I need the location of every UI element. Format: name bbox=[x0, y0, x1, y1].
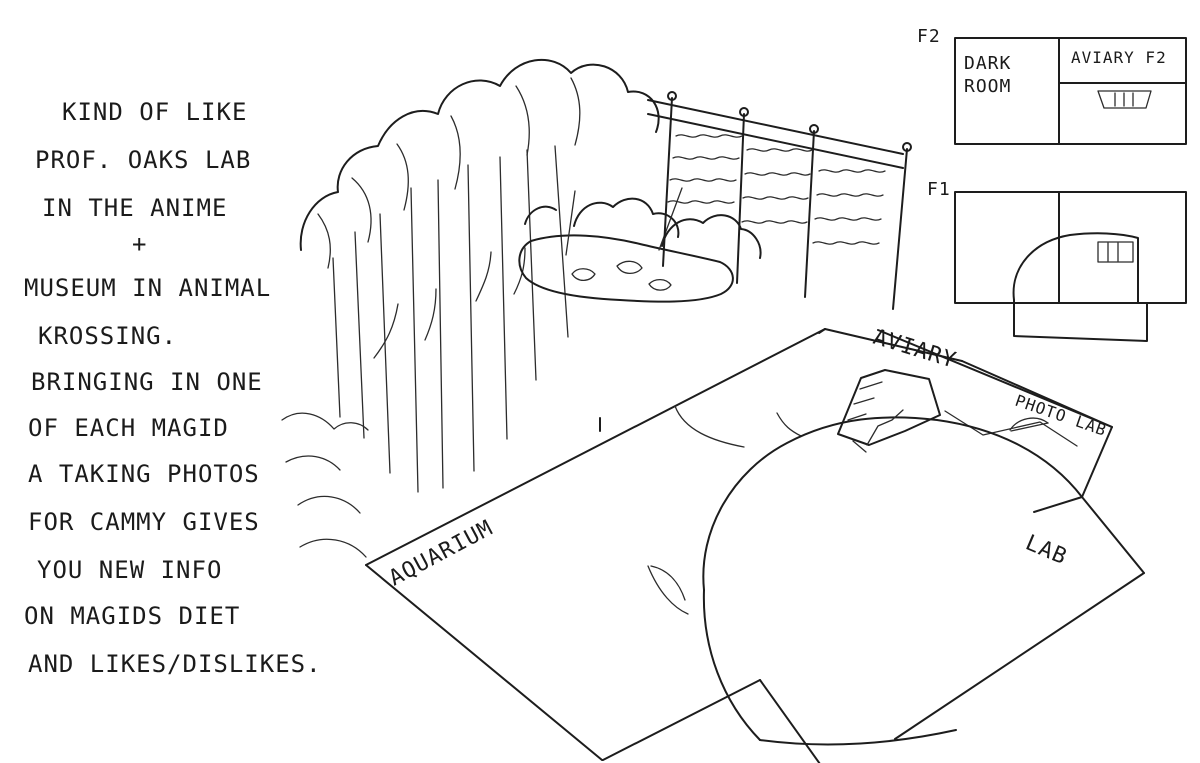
floor-1-plan bbox=[954, 191, 1187, 304]
note-line-10: FOR CAMMY GIVES bbox=[28, 508, 260, 536]
photo-lab-room-label: PHOTO LAB bbox=[1013, 391, 1110, 440]
floor-2-plan bbox=[954, 37, 1187, 145]
floor-1-label: F1 bbox=[927, 179, 951, 200]
note-line-2: PROF. OAKS LAB bbox=[35, 146, 251, 174]
dark-room-label-line-2: ROOM bbox=[964, 76, 1011, 97]
note-line-9: A TAKING PHOTOS bbox=[28, 460, 260, 488]
note-line-4: + bbox=[132, 230, 147, 258]
pond-area bbox=[518, 187, 762, 303]
note-line-8: OF EACH MAGID bbox=[28, 414, 229, 442]
note-line-12: ON MAGIDS DIET bbox=[24, 602, 240, 630]
note-line-13: AND LIKES/DISLIKES. bbox=[28, 650, 322, 678]
tree-canopy bbox=[281, 58, 660, 558]
note-line-11: YOU NEW INFO bbox=[37, 556, 222, 584]
fence bbox=[647, 91, 912, 310]
note-line-6: KROSSING. bbox=[38, 322, 177, 350]
dark-room-label: DARK bbox=[964, 53, 1011, 74]
aviary-room-label: AVIARY bbox=[870, 325, 959, 374]
floor-2-label: F2 bbox=[917, 26, 941, 47]
lab-room-label: LAB bbox=[1022, 531, 1071, 571]
note-line-5: MUSEUM IN ANIMAL bbox=[24, 274, 271, 302]
notes-text-block: KIND OF LIKE PROF. OAKS LAB IN THE ANIME… bbox=[24, 98, 322, 678]
note-line-3: IN THE ANIME bbox=[42, 194, 227, 222]
floor-plans: F2 DARK ROOM AVIARY F2 F1 bbox=[917, 26, 1187, 342]
note-line-7: BRINGING IN ONE bbox=[31, 368, 263, 396]
main-floor-map bbox=[365, 328, 1145, 763]
aviary-f2-label: AVIARY F2 bbox=[1071, 48, 1167, 67]
note-line-1: KIND OF LIKE bbox=[62, 98, 247, 126]
map-labels: AVIARY PHOTO LAB LAB AQUARIUM bbox=[385, 325, 1109, 591]
